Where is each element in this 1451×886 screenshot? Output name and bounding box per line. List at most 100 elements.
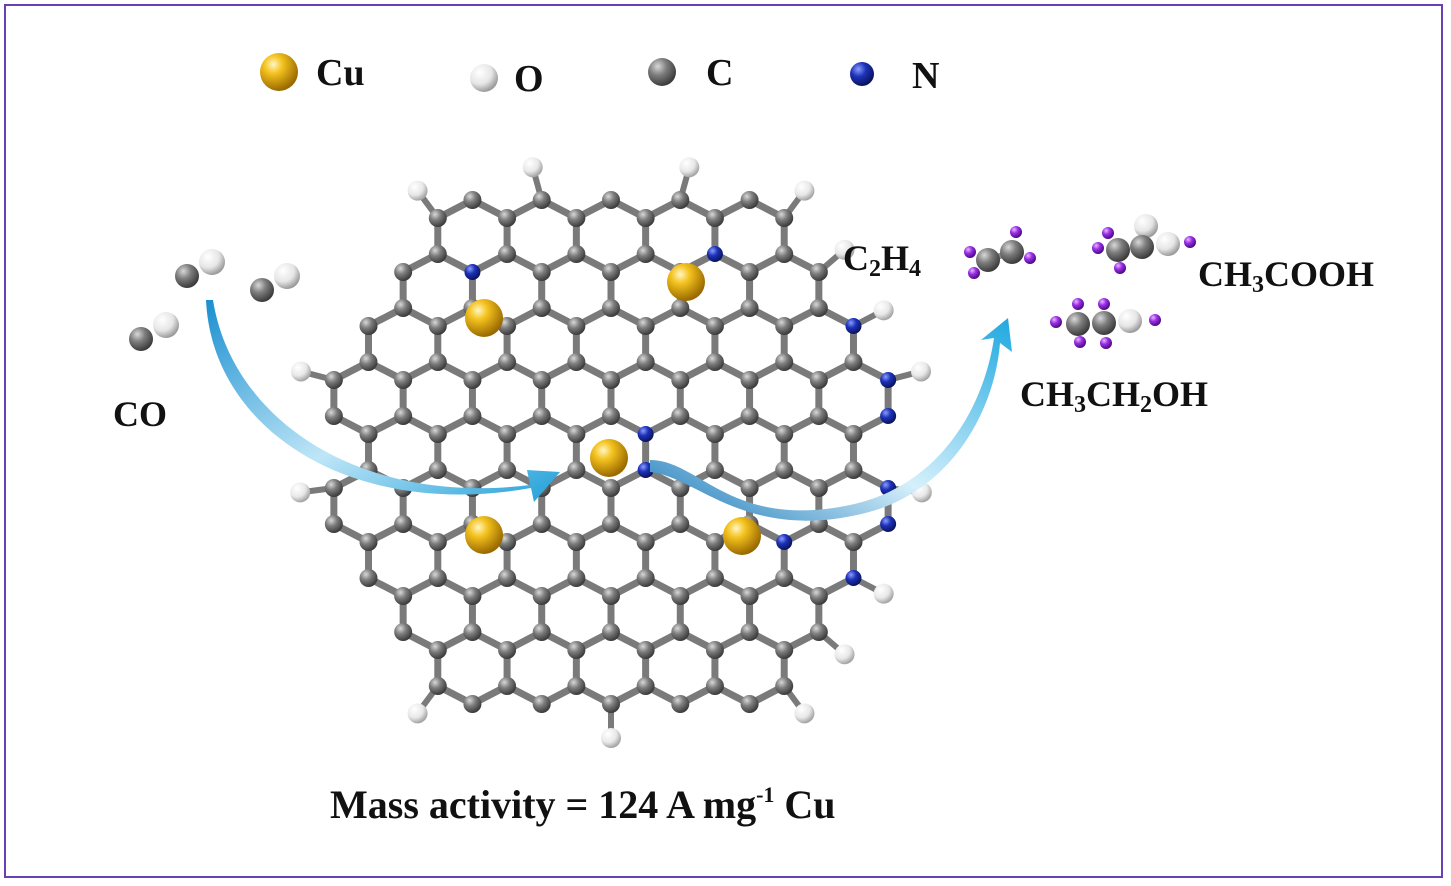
carbon-atom (740, 263, 759, 281)
carbon-atom (844, 353, 863, 371)
hydrogen-atom (522, 157, 543, 178)
carbon-atom (809, 623, 828, 641)
co-molecule (129, 312, 179, 351)
carbon-atom (671, 623, 690, 641)
c2h4-molecule (964, 226, 1036, 279)
carbon-atom (636, 569, 655, 587)
carbon-atom (498, 353, 517, 371)
cu-sites (465, 263, 761, 555)
co-molecules (129, 249, 300, 351)
cu-atom (590, 439, 628, 477)
carbon-atom (740, 623, 759, 641)
carbon-atom (463, 695, 482, 713)
legend (260, 53, 874, 92)
carbon-atom (705, 209, 724, 227)
legend-c-swatch (648, 58, 676, 86)
carbon-atom (567, 209, 586, 227)
carbon-atom (775, 353, 794, 371)
carbon-atom (428, 461, 447, 479)
carbon-atom (498, 425, 517, 443)
nitrogen-atom (880, 408, 897, 424)
carbon-atom (602, 479, 620, 497)
carbon-atom (602, 515, 620, 533)
legend-n-swatch (850, 62, 874, 86)
carbon-atom (671, 371, 690, 389)
hydrogen-atom (290, 361, 311, 382)
hydrogen-atom (679, 157, 700, 178)
ch3ch2oh-molecule (1050, 298, 1161, 349)
carbon-atom (602, 587, 620, 605)
carbon-atom (671, 191, 690, 209)
carbon-atom (775, 677, 794, 695)
carbon-atom (636, 677, 655, 695)
carbon-atom (809, 299, 828, 317)
carbon-atom (498, 209, 517, 227)
nitrogen-atom (845, 570, 862, 586)
carbon-atom (463, 587, 482, 605)
carbon-atom (567, 677, 586, 695)
carbon-atom (532, 515, 551, 533)
carbon-atom (498, 677, 517, 695)
hydrogen-atom (834, 239, 855, 260)
carbon-atom (532, 407, 551, 425)
carbon-atom (532, 623, 551, 641)
carbon-atom (740, 695, 759, 713)
carbon-atom (671, 407, 690, 425)
carbon-atom (775, 317, 794, 335)
carbon-atom (532, 299, 551, 317)
carbon-atom (775, 641, 794, 659)
carbon-atom (567, 353, 586, 371)
hydrogen-atom (794, 703, 815, 724)
carbon-atom (532, 695, 551, 713)
carbon-atom (705, 677, 724, 695)
carbon-atom (705, 317, 724, 335)
carbon-atom (740, 407, 759, 425)
carbon-atom (428, 641, 447, 659)
carbon-atom (498, 461, 517, 479)
carbon-atom (775, 209, 794, 227)
carbon-atom (498, 245, 517, 263)
carbon-atom (428, 425, 447, 443)
lattice-atoms (290, 157, 932, 748)
carbon-atom (809, 371, 828, 389)
carbon-atom (567, 533, 586, 551)
carbon-atom (324, 407, 343, 425)
carbon-atom (602, 263, 620, 281)
carbon-atom (428, 533, 447, 551)
hydrogen-atom (834, 644, 855, 665)
carbon-atom (394, 587, 413, 605)
nitrogen-atom (637, 462, 654, 478)
carbon-atom (394, 623, 413, 641)
carbon-atom (602, 623, 620, 641)
cu-atom (667, 263, 705, 301)
hydrogen-atom (794, 180, 815, 201)
carbon-atom (428, 209, 447, 227)
carbon-atom (671, 515, 690, 533)
ch3cooh-molecule (1092, 214, 1196, 274)
carbon-atom (636, 245, 655, 263)
co-molecule (250, 263, 300, 302)
carbon-atom (394, 515, 413, 533)
carbon-atom (844, 425, 863, 443)
nitrogen-atom (776, 534, 793, 550)
carbon-atom (567, 425, 586, 443)
carbon-atom (359, 533, 378, 551)
carbon-atom (844, 533, 863, 551)
nitrogen-atom (464, 264, 481, 280)
carbon-atom (602, 695, 620, 713)
carbon-atom (740, 191, 759, 209)
carbon-atom (498, 569, 517, 587)
legend-n-label: N (912, 55, 940, 97)
carbon-atom (809, 479, 828, 497)
carbon-atom (602, 371, 620, 389)
product-ch3cooh-label: CH3COOH (1198, 254, 1375, 298)
carbon-atom (705, 425, 724, 443)
carbon-atom (809, 263, 828, 281)
carbon-atom (775, 461, 794, 479)
carbon-atom (671, 695, 690, 713)
carbon-atom (671, 587, 690, 605)
nitrogen-atom (880, 372, 897, 388)
carbon-atom (567, 461, 586, 479)
carbon-atom (394, 371, 413, 389)
carbon-atom (636, 317, 655, 335)
